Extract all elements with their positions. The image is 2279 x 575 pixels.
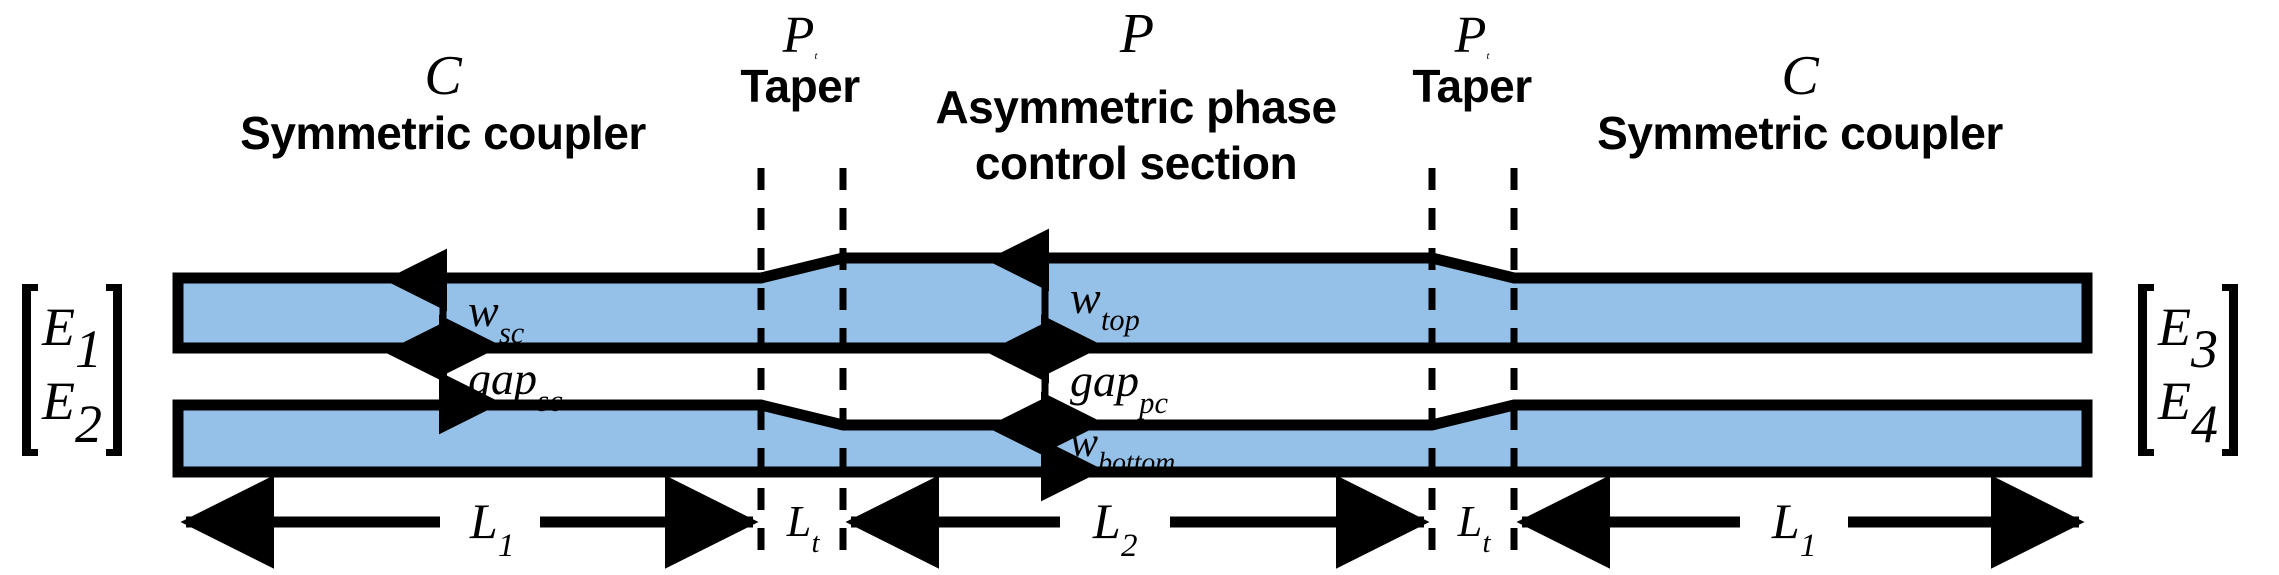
dim-label-l1-right: L1 xyxy=(1771,493,1817,565)
output-bracket-right xyxy=(2222,284,2238,456)
right-taper-symbol: Pt xyxy=(1455,10,1490,62)
output-row-1: E3 xyxy=(2158,296,2218,380)
dim-label-lt-left: Lt xyxy=(786,497,820,560)
right-section-symbol: C xyxy=(1781,45,1819,107)
dim-label-w-bottom: wbottom xyxy=(1070,420,1176,478)
right-taper-symbol-sub: t xyxy=(1486,50,1490,62)
right-taper-symbol-base: P xyxy=(1454,7,1487,64)
middle-section-name-line1: Asymmetric phase xyxy=(935,81,1337,133)
right-taper-name: Taper xyxy=(1412,60,1532,112)
left-taper-symbol-sub: t xyxy=(814,50,818,62)
middle-section-name-line2: control section xyxy=(974,137,1298,189)
input-field-vector: E1 E2 xyxy=(22,284,122,456)
input-vector-rows: E1 E2 xyxy=(38,284,106,456)
output-field-vector: E3 E4 xyxy=(2138,284,2238,456)
output-vector-rows: E3 E4 xyxy=(2154,284,2222,456)
left-section-name: Symmetric coupler xyxy=(240,107,646,159)
output-row-2: E4 xyxy=(2158,371,2218,454)
input-row-2: E2 xyxy=(42,371,102,454)
bottom-waveguide xyxy=(172,399,2093,478)
right-section-name: Symmetric coupler xyxy=(1597,107,2003,159)
dim-label-gap-pc: gappc xyxy=(1070,355,1168,420)
input-row-1: E1 xyxy=(42,296,102,380)
output-bracket-left xyxy=(2138,284,2154,456)
left-taper-symbol: Pt xyxy=(783,10,818,62)
dim-label-l1-left: L1 xyxy=(469,493,515,565)
dim-label-gap-sc: gapsc xyxy=(468,353,563,418)
dim-label-lt-right: Lt xyxy=(1457,497,1491,560)
top-waveguide xyxy=(172,252,2093,354)
left-taper-symbol-base: P xyxy=(782,7,815,64)
dim-label-l2: L2 xyxy=(1092,493,1138,565)
middle-section-symbol: P xyxy=(1119,3,1155,65)
left-section-symbol: C xyxy=(424,45,462,107)
dim-label-w-sc: wsc xyxy=(468,285,525,350)
dim-label-w-top: wtop xyxy=(1070,272,1140,337)
input-bracket-right xyxy=(106,284,122,456)
left-taper-name: Taper xyxy=(740,60,860,112)
input-bracket-left xyxy=(22,284,38,456)
